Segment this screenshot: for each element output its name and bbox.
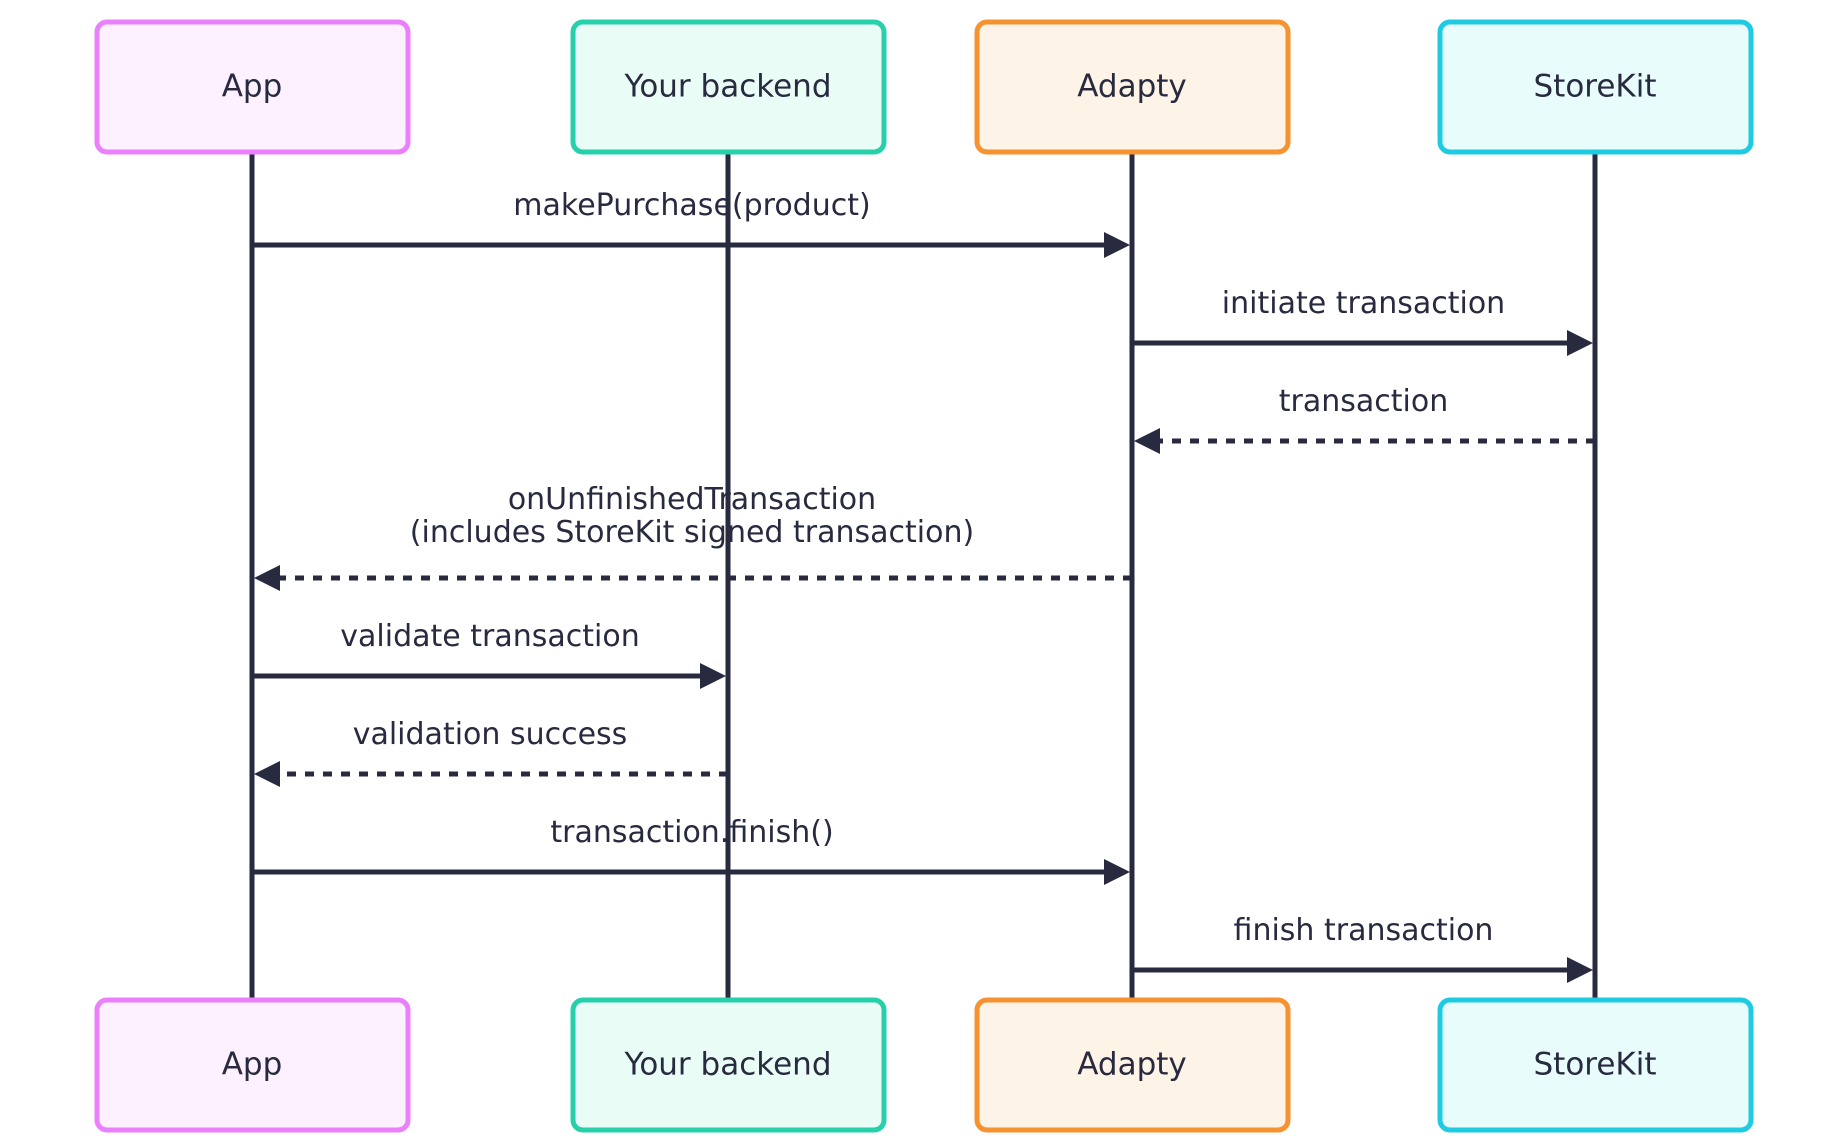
arrowhead-m4 <box>254 565 280 591</box>
arrowhead-m2 <box>1567 330 1593 356</box>
message-m4[interactable]: onUnfinishedTransaction(includes StoreKi… <box>254 482 1132 591</box>
message-m6[interactable]: validation success <box>254 717 728 787</box>
participant-app-top[interactable]: App <box>94 19 411 155</box>
message-label-m2: initiate transaction <box>1222 286 1505 321</box>
participant-box-storekit <box>1437 997 1754 1133</box>
participant-box-backend <box>570 997 887 1133</box>
participant-box-adapty <box>974 997 1291 1133</box>
message-label-m6: validation success <box>353 717 628 752</box>
message-label-m5: validate transaction <box>340 619 639 654</box>
message-m3[interactable]: transaction <box>1134 384 1595 454</box>
arrowhead-m1 <box>1104 232 1130 258</box>
participant-backend-bottom[interactable]: Your backend <box>570 997 887 1133</box>
message-label-m8: finish transaction <box>1234 913 1494 948</box>
participant-backend-top[interactable]: Your backend <box>570 19 887 155</box>
participant-label-app: App <box>222 1047 283 1083</box>
message-label-m7: transaction.finish() <box>550 815 833 850</box>
arrowhead-m8 <box>1567 957 1593 983</box>
participant-label-adapty: Adapty <box>1077 1047 1187 1083</box>
participant-label-storekit: StoreKit <box>1533 1047 1656 1083</box>
message-m2[interactable]: initiate transaction <box>1132 286 1593 356</box>
participant-box-storekit <box>1437 19 1754 155</box>
participant-label-storekit: StoreKit <box>1533 69 1656 105</box>
message-m1[interactable]: makePurchase(product) <box>252 188 1130 258</box>
message-m5[interactable]: validate transaction <box>252 619 726 689</box>
arrowhead-m5 <box>700 663 726 689</box>
participant-app-bottom[interactable]: App <box>94 997 411 1133</box>
arrowhead-m6 <box>254 761 280 787</box>
participant-storekit-bottom[interactable]: StoreKit <box>1437 997 1754 1133</box>
participant-box-adapty <box>974 19 1291 155</box>
participant-box-app <box>94 997 411 1133</box>
messages-layer: makePurchase(product) initiate transactio… <box>252 188 1595 983</box>
arrowhead-m7 <box>1104 859 1130 885</box>
message-label-m4: onUnfinishedTransaction <box>508 482 876 517</box>
participant-adapty-bottom[interactable]: Adapty <box>974 997 1291 1133</box>
arrowhead-m3 <box>1134 428 1160 454</box>
participant-box-app <box>94 19 411 155</box>
message-label-m4: (includes StoreKit signed transaction) <box>410 515 974 550</box>
participant-adapty-top[interactable]: Adapty <box>974 19 1291 155</box>
participant-label-backend: Your backend <box>624 69 832 105</box>
message-label-m1: makePurchase(product) <box>513 188 870 223</box>
participant-label-backend: Your backend <box>624 1047 832 1083</box>
participant-box-backend <box>570 19 887 155</box>
participant-label-adapty: Adapty <box>1077 69 1187 105</box>
participant-storekit-top[interactable]: StoreKit <box>1437 19 1754 155</box>
participant-label-app: App <box>222 69 283 105</box>
message-m8[interactable]: finish transaction <box>1132 913 1593 983</box>
message-label-m3: transaction <box>1279 384 1448 419</box>
message-m7[interactable]: transaction.finish() <box>252 815 1130 885</box>
